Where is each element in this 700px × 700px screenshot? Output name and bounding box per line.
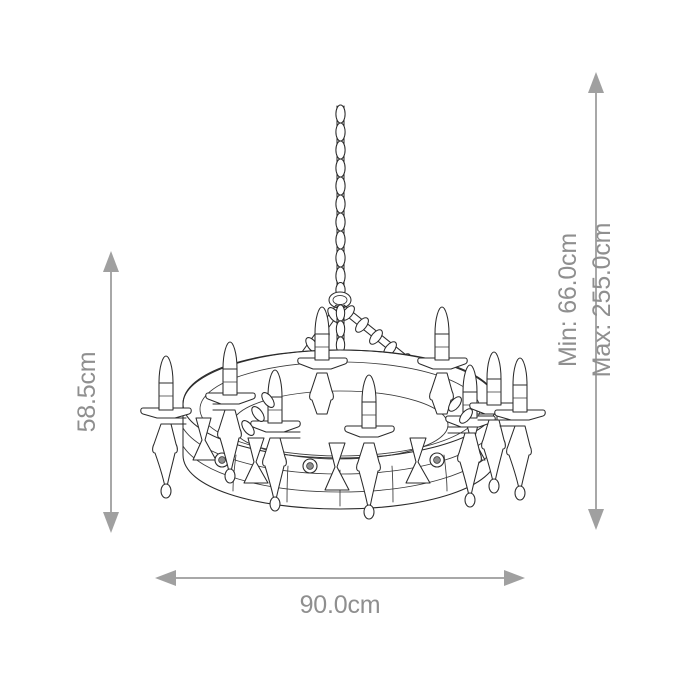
drop-min-label: Min: 66.0cm: [554, 233, 582, 367]
drop-dimension-group: Min: 66.0cm Max: 255.0cm: [554, 72, 616, 530]
ceiling-chain: [335, 104, 346, 299]
drop-max-label: Max: 255.0cm: [588, 223, 616, 378]
candle-light-4: [297, 306, 348, 415]
chandelier-illustration: [140, 104, 546, 520]
candle-light-7: [445, 364, 496, 508]
width-dimension-arrow-right: [504, 570, 525, 586]
candle-light-2: [205, 341, 256, 484]
width-dimension-label: 90.0cm: [300, 591, 381, 619]
height-dimension-label: 58.5cm: [73, 352, 101, 433]
width-dimension-group: 90.0cm: [155, 570, 525, 619]
candle-light-9: [494, 357, 546, 501]
height-dimension-arrow-bottom: [103, 512, 119, 533]
height-dimension-group: 58.5cm: [73, 251, 119, 533]
width-dimension-arrow-left: [155, 570, 176, 586]
candle-light-1: [140, 355, 192, 499]
drop-dimension-arrow-top: [588, 72, 604, 93]
height-dimension-arrow-top: [103, 251, 119, 272]
candle-light-5: [344, 374, 395, 520]
candle-light-6: [417, 306, 468, 415]
ring-rivets: [214, 452, 445, 474]
candle-light-3: [250, 369, 301, 512]
chain-overlay-front: [241, 392, 473, 436]
drop-dimension-arrow-bottom: [588, 509, 604, 530]
